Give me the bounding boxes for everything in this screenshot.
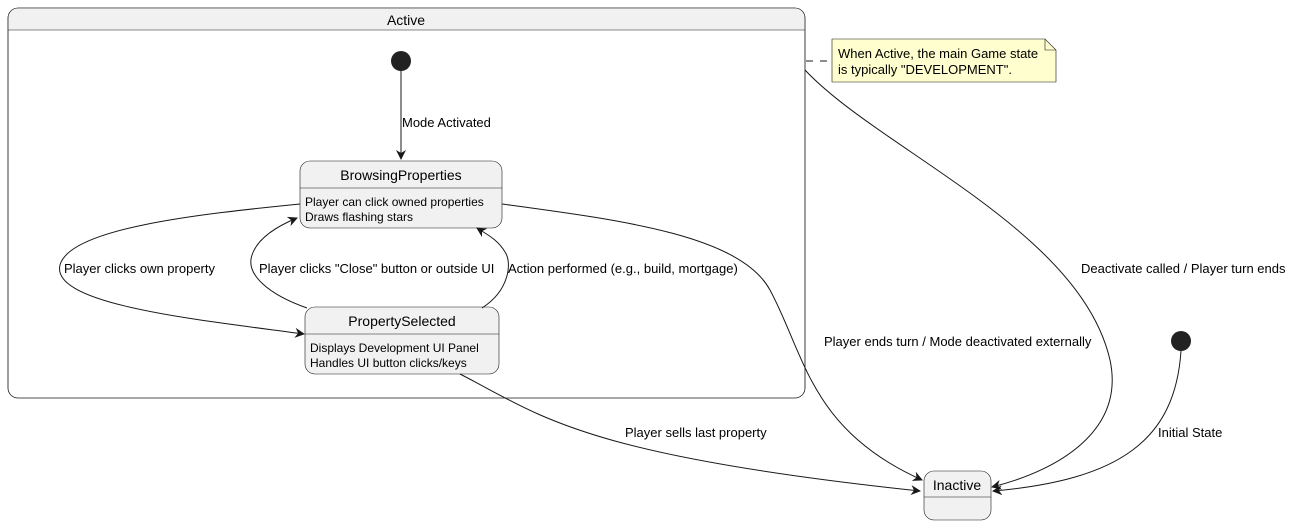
state-browsing-properties: BrowsingProperties Player can click owne… bbox=[299, 160, 503, 229]
transition-label-deactivate-called: Deactivate called / Player turn ends bbox=[1081, 261, 1286, 276]
transition-label-ends-turn: Player ends turn / Mode deactivated exte… bbox=[824, 334, 1092, 349]
transition-label-clicks-close: Player clicks "Close" button or outside … bbox=[259, 261, 494, 276]
state-inactive-title: Inactive bbox=[933, 477, 981, 493]
transition-action-performed: Action performed (e.g., build, mortgage) bbox=[476, 227, 738, 309]
transition-clicks-close: Player clicks "Close" button or outside … bbox=[250, 216, 494, 309]
state-browsing-properties-title: BrowsingProperties bbox=[340, 167, 461, 183]
transition-sells-last: Player sells last property bbox=[459, 373, 921, 496]
note: When Active, the main Game state is typi… bbox=[806, 38, 1057, 83]
state-browsing-properties-line-2: Draws flashing stars bbox=[305, 210, 413, 224]
transition-clicks-own-property: Player clicks own property bbox=[59, 203, 305, 338]
state-property-selected-line-1: Displays Development UI Panel bbox=[310, 341, 479, 355]
transition-label-initial-state: Initial State bbox=[1158, 425, 1222, 440]
transition-label-mode-activated: Mode Activated bbox=[402, 115, 491, 130]
transition-mode-activated: Mode Activated bbox=[396, 71, 491, 160]
transition-deactivate-called: Deactivate called / Player turn ends bbox=[804, 69, 1286, 490]
transition-ends-turn: Player ends turn / Mode deactivated exte… bbox=[501, 203, 1092, 481]
state-property-selected: PropertySelected Displays Development UI… bbox=[304, 306, 500, 375]
state-browsing-properties-line-1: Player can click owned properties bbox=[305, 195, 484, 209]
state-property-selected-line-2: Handles UI button clicks/keys bbox=[310, 356, 467, 370]
note-line-1: When Active, the main Game state bbox=[838, 46, 1038, 61]
state-property-selected-title: PropertySelected bbox=[348, 313, 455, 329]
transition-label-sells-last: Player sells last property bbox=[625, 425, 767, 440]
transition-label-action-performed: Action performed (e.g., build, mortgage) bbox=[508, 261, 738, 276]
note-line-2: is typically "DEVELOPMENT". bbox=[838, 62, 1012, 77]
state-inactive: Inactive bbox=[923, 470, 992, 521]
transition-label-clicks-own-property: Player clicks own property bbox=[64, 261, 215, 276]
composite-state-title: Active bbox=[387, 12, 425, 28]
outer-initial-state-dot bbox=[1171, 331, 1191, 351]
transition-initial-state: Initial State bbox=[992, 350, 1222, 496]
inner-initial-state-dot bbox=[391, 51, 411, 71]
